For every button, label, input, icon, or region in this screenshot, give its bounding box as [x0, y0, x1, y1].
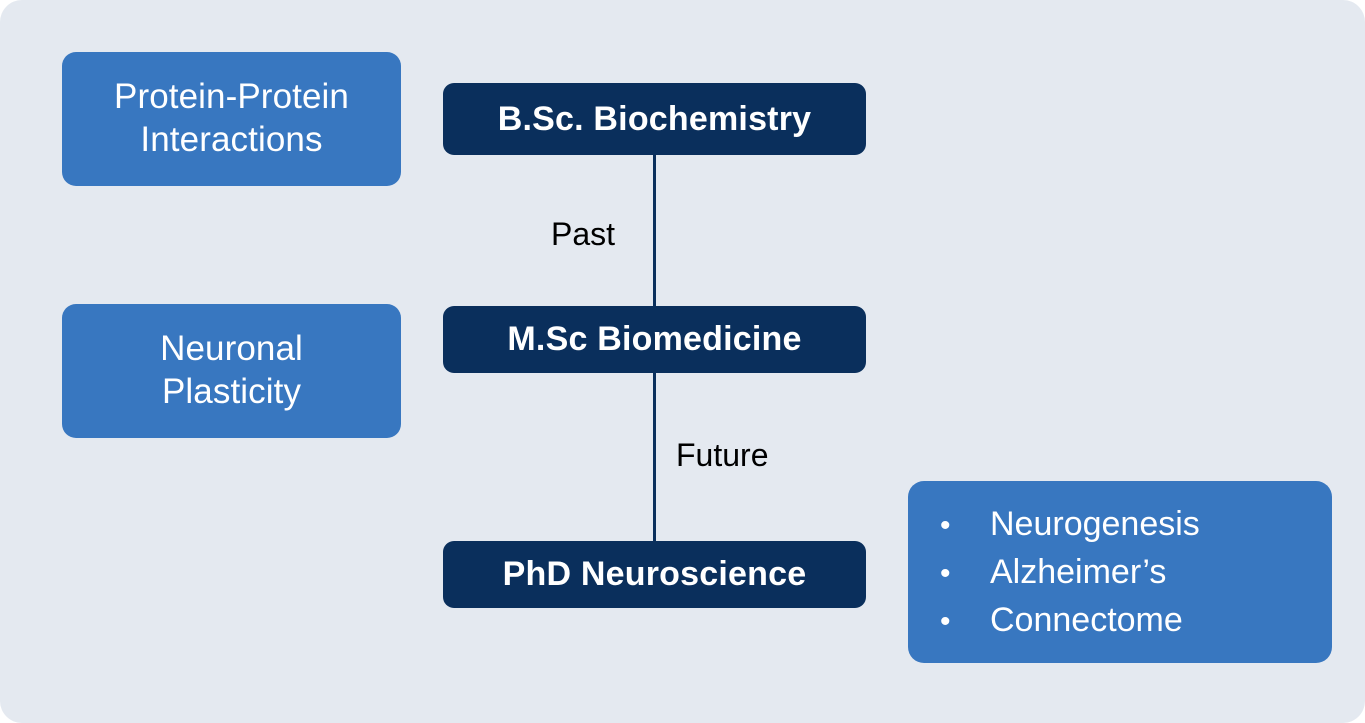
topic-card-neuronal-plasticity[interactable]: Neuronal Plasticity — [62, 304, 401, 438]
connector-line-past — [653, 152, 656, 310]
list-item-label: Connectome — [990, 601, 1183, 640]
topic-card-label: Protein-Protein Interactions — [114, 77, 349, 159]
list-item-label: Alzheimer’s — [990, 552, 1167, 591]
degree-card-label: M.Sc Biomedicine — [507, 320, 802, 358]
connector-label-future: Future — [676, 437, 769, 473]
topic-card-protein-protein-interactions[interactable]: Protein-Protein Interactions — [62, 52, 401, 186]
list-item[interactable]: • Neurogenesis — [934, 500, 1332, 548]
connector-line-future — [653, 370, 656, 545]
degree-card-label: PhD Neuroscience — [502, 555, 807, 593]
topic-card-label: Neuronal Plasticity — [160, 329, 303, 411]
list-item[interactable]: • Alzheimer’s — [934, 548, 1332, 596]
degree-card-msc[interactable]: M.Sc Biomedicine — [443, 306, 866, 373]
degree-card-label: B.Sc. Biochemistry — [497, 99, 812, 138]
research-interests-card[interactable]: • Neurogenesis • Alzheimer’s • Connectom… — [908, 481, 1332, 663]
list-item[interactable]: • Connectome — [934, 596, 1332, 644]
degree-card-phd[interactable]: PhD Neuroscience — [443, 541, 866, 608]
list-item-label: Neurogenesis — [990, 504, 1200, 543]
bullet-icon: • — [940, 508, 951, 542]
research-interests-list: • Neurogenesis • Alzheimer’s • Connectom… — [934, 500, 1332, 645]
bullet-icon: • — [940, 556, 951, 590]
bullet-icon: • — [940, 605, 951, 639]
connector-label-past: Past — [551, 216, 616, 252]
degree-card-bsc[interactable]: B.Sc. Biochemistry — [443, 83, 866, 155]
